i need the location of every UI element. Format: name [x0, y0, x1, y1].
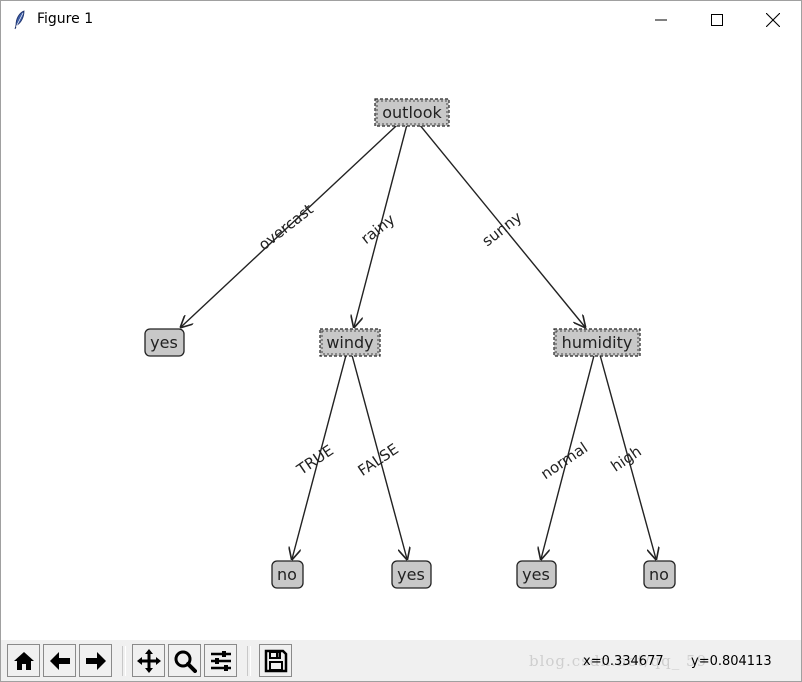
edge-label-overcast: overcast — [255, 200, 317, 254]
arrow-left-icon — [49, 651, 70, 670]
leaf-node-label: yes — [150, 333, 178, 352]
decision-node-windy: windy — [319, 328, 381, 357]
decision-node-label: outlook — [382, 103, 442, 122]
home-icon — [13, 651, 34, 670]
arrow-right-icon — [85, 651, 106, 670]
decision-node-humidity: humidity — [553, 328, 641, 357]
edge-outlook-sunny — [409, 112, 585, 327]
navigation-toolbar: blog.csdn.net/qq_ 59 x=0.334677 y=0.8041… — [1, 640, 801, 681]
pan-button[interactable] — [132, 644, 165, 677]
edge-humidity-normal — [541, 343, 598, 559]
leaf-node-label: no — [649, 565, 669, 584]
leaf-node-label: yes — [522, 565, 550, 584]
leaf-node-no: no — [271, 560, 304, 589]
cursor-x-readout: x=0.334677 — [583, 654, 664, 669]
move-icon — [136, 648, 161, 673]
magnifier-icon — [174, 650, 197, 673]
edge-humidity-high — [596, 343, 656, 559]
minimize-button[interactable] — [633, 1, 689, 39]
edge-windy-false — [348, 343, 407, 559]
save-button[interactable] — [259, 644, 292, 677]
window-title: Figure 1 — [37, 11, 94, 27]
decision-node-label: windy — [326, 333, 373, 352]
leaf-node-yes: yes — [144, 328, 185, 357]
edge-label-sunny: sunny — [479, 208, 526, 250]
figure-canvas[interactable]: overcast rainy sunny TRUE FALSE normal h… — [1, 39, 801, 640]
toolbar-separator — [122, 646, 126, 676]
edge-outlook-rainy — [354, 112, 411, 327]
configure-subplots-button[interactable] — [204, 644, 237, 677]
leaf-node-label: yes — [397, 565, 425, 584]
leaf-node-no: no — [643, 560, 676, 589]
maximize-button[interactable] — [689, 1, 745, 39]
close-icon — [766, 13, 780, 27]
edge-label-rainy: rainy — [357, 210, 398, 248]
maximize-icon — [711, 14, 723, 26]
cursor-y-readout: y=0.804113 — [691, 654, 772, 669]
close-button[interactable] — [745, 1, 801, 39]
edge-windy-true — [292, 343, 350, 559]
forward-button[interactable] — [79, 644, 112, 677]
edge-label-normal: normal — [537, 439, 591, 483]
title-bar[interactable]: Figure 1 — [1, 1, 801, 39]
edge-label-high: high — [608, 442, 645, 475]
minimize-icon — [655, 19, 667, 21]
zoom-button[interactable] — [168, 644, 201, 677]
sliders-icon — [210, 650, 231, 671]
toolbar-separator — [247, 646, 251, 676]
edge-label-false: FALSE — [355, 440, 402, 480]
back-button[interactable] — [43, 644, 76, 677]
leaf-node-label: no — [277, 565, 297, 584]
leaf-node-yes: yes — [391, 560, 432, 589]
edge-outlook-overcast — [181, 112, 411, 327]
watermark-text: blog.csdn.net/qq_ 59 — [529, 652, 708, 670]
leaf-node-yes: yes — [516, 560, 557, 589]
decision-node-outlook: outlook — [374, 98, 450, 127]
home-button[interactable] — [7, 644, 40, 677]
decision-node-label: humidity — [562, 333, 633, 352]
feather-icon — [14, 10, 25, 30]
floppy-disk-icon — [264, 649, 287, 672]
